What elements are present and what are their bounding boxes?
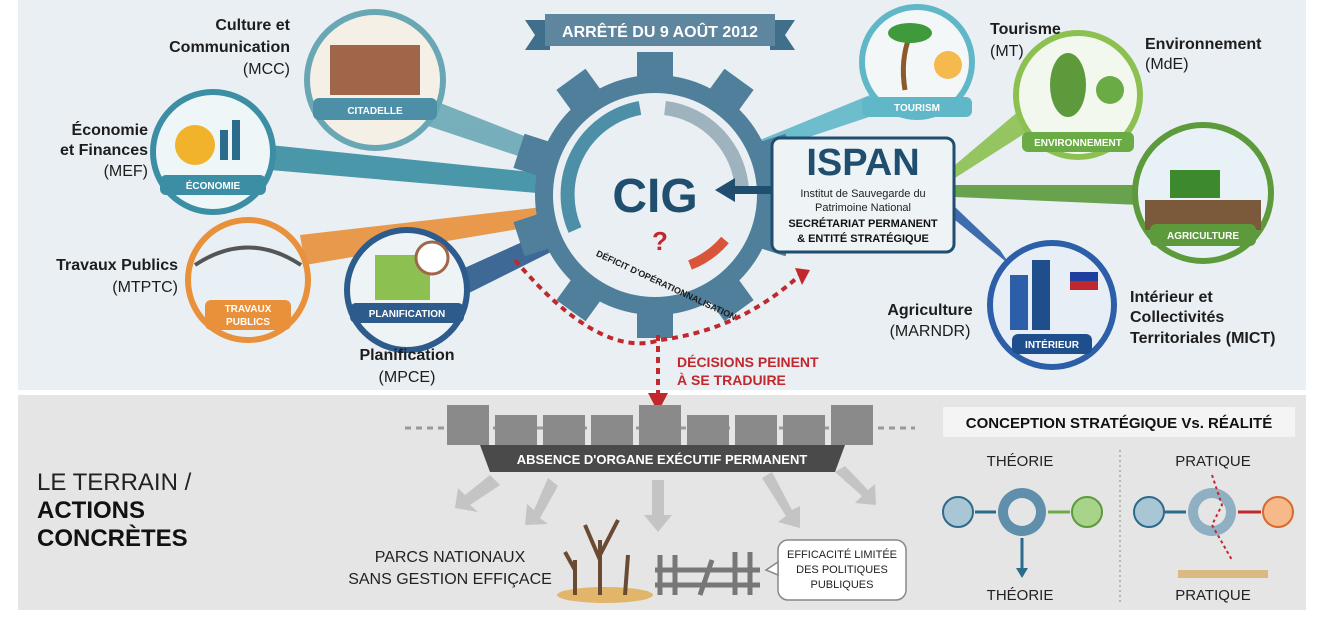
compass-icon	[414, 240, 450, 276]
comparison-title: CONCEPTION STRATÉGIQUE Vs. RÉALITÉ	[966, 415, 1272, 432]
ministry-name: Agriculture	[887, 302, 972, 319]
decisions-line-2: À SE TRADUIRE	[677, 372, 786, 388]
cig-title: CIG	[612, 170, 697, 223]
banner-text: ARRÊTÉ DU 9 AOÛT 2012	[562, 22, 758, 41]
ministry-name: et Finances	[60, 142, 148, 159]
coin-icon	[175, 125, 215, 165]
brick	[831, 405, 873, 445]
ispan-role: SECRÉTARIAT PERMANENT	[788, 217, 938, 230]
ministry-name: Intérieur et	[1130, 289, 1213, 306]
practice-top-label: PRATIQUE	[1175, 453, 1251, 470]
brick	[495, 415, 537, 445]
down-arrows-icon	[455, 466, 876, 532]
badge-label: CITADELLE	[347, 106, 403, 117]
terrain-title-line: LE TERRAIN /	[37, 469, 192, 496]
badge-tourism: TOURISM	[859, 4, 975, 120]
ispan-role: & ENTITÉ STRATÉGIQUE	[797, 232, 929, 245]
brick	[687, 415, 729, 445]
citadel-icon	[330, 45, 420, 95]
bubble-line: DES POLITIQUES	[796, 564, 888, 576]
badge-travaux: TRAVAUX PUBLICS	[185, 217, 311, 343]
bar-chart-icon	[220, 130, 228, 160]
ministry-abbr: (MARNDR)	[890, 323, 971, 340]
ministry-name: Économie	[72, 120, 149, 139]
brick	[591, 415, 633, 445]
badge-label: AGRICULTURE	[1167, 231, 1239, 242]
ministry-name: Planification	[359, 347, 454, 364]
brick	[783, 415, 825, 445]
terrain-title-line: ACTIONS	[37, 497, 145, 524]
ministry-name: Travaux Publics	[56, 257, 178, 274]
badge-economie: ÉCONOMIE	[150, 89, 276, 215]
brick	[543, 415, 585, 445]
parcs-label: PARCS NATIONAUX	[375, 549, 526, 566]
bubble-line: PUBLIQUES	[811, 579, 874, 591]
brick	[735, 415, 777, 445]
badge-label: INTÉRIEUR	[1025, 338, 1080, 351]
ministry-name: Tourisme	[990, 21, 1061, 38]
ministry-name: Territoriales (MICT)	[1130, 330, 1276, 347]
decisions-line-1: DÉCISIONS PEINENT	[677, 354, 819, 370]
badge-label: TRAVAUX	[225, 304, 272, 315]
ministry-labels: Culture et Communication (MCC) Économie …	[56, 17, 1275, 386]
ispan-title: ISPAN	[806, 142, 919, 184]
city-icon	[1010, 275, 1028, 330]
brick	[639, 405, 681, 445]
ministry-abbr: (MPCE)	[379, 369, 436, 386]
ispan-box: ISPAN Institut de Sauvegarde du Patrimoi…	[715, 136, 956, 254]
ispan-subtitle: Institut de Sauvegarde du	[800, 188, 925, 200]
ministry-name: Culture et	[215, 17, 290, 34]
ministry-abbr: (MTPTC)	[112, 279, 178, 296]
ministry-abbr: (MEF)	[104, 163, 148, 180]
ministry-name: Collectivités	[1130, 309, 1224, 326]
absence-label: ABSENCE D'ORGANE EXÉCUTIF PERMANENT	[517, 452, 808, 467]
badge-label: PLANIFICATION	[369, 309, 445, 320]
ministry-abbr: (MT)	[990, 43, 1024, 60]
theory-bottom-label: THÉORIE	[987, 587, 1054, 604]
question-mark: ?	[652, 226, 668, 256]
bricks-bar: ABSENCE D'ORGANE EXÉCUTIF PERMANENT	[405, 405, 915, 532]
ministry-name: Communication	[169, 39, 290, 56]
terrain-title: LE TERRAIN / ACTIONS CONCRÈTES	[37, 469, 192, 552]
badge-agriculture: AGRICULTURE	[1132, 122, 1274, 264]
comparison-panel: CONCEPTION STRATÉGIQUE Vs. RÉALITÉ THÉOR…	[942, 407, 1295, 604]
tractor-icon	[1170, 170, 1220, 198]
badge-label: PUBLICS	[226, 317, 270, 328]
tree-icon	[1096, 76, 1124, 104]
cig-gear-icon: CIG ? DÉFICIT D'OPÉRATIONNALISATION	[513, 52, 810, 412]
ministry-abbr: (MdE)	[1145, 56, 1189, 73]
badge-planification: PLANIFICATION	[344, 227, 470, 353]
bridge-icon	[193, 245, 303, 267]
badge-label: TOURISM	[894, 103, 940, 114]
practice-bottom-label: PRATIQUE	[1175, 587, 1251, 604]
leaf-icon	[1050, 53, 1086, 117]
broken-fence-icon	[655, 552, 760, 596]
speech-bubble: EFFICACITÉ LIMITÉE DES POLITIQUES PUBLIQ…	[764, 539, 907, 601]
bubble-line: EFFICACITÉ LIMITÉE	[787, 548, 897, 561]
ispan-subtitle: Patrimoine National	[815, 202, 911, 214]
ministry-abbr: (MCC)	[243, 61, 290, 78]
theory-top-label: THÉORIE	[987, 453, 1054, 470]
badge-interieur: INTÉRIEUR	[987, 240, 1117, 370]
parcs-label: SANS GESTION EFFIÇACE	[348, 571, 552, 588]
brick	[447, 405, 489, 445]
ministry-name: Environnement	[1145, 36, 1262, 53]
date-banner: ARRÊTÉ DU 9 AOÛT 2012	[525, 14, 795, 50]
badge-environnement: ENVIRONNEMENT	[1013, 30, 1143, 160]
badge-citadelle: CITADELLE	[304, 9, 446, 151]
badge-label: ENVIRONNEMENT	[1034, 138, 1122, 149]
badge-label: ÉCONOMIE	[186, 179, 241, 192]
dead-tree-icon	[557, 519, 653, 603]
terrain-title-line: CONCRÈTES	[37, 524, 188, 552]
